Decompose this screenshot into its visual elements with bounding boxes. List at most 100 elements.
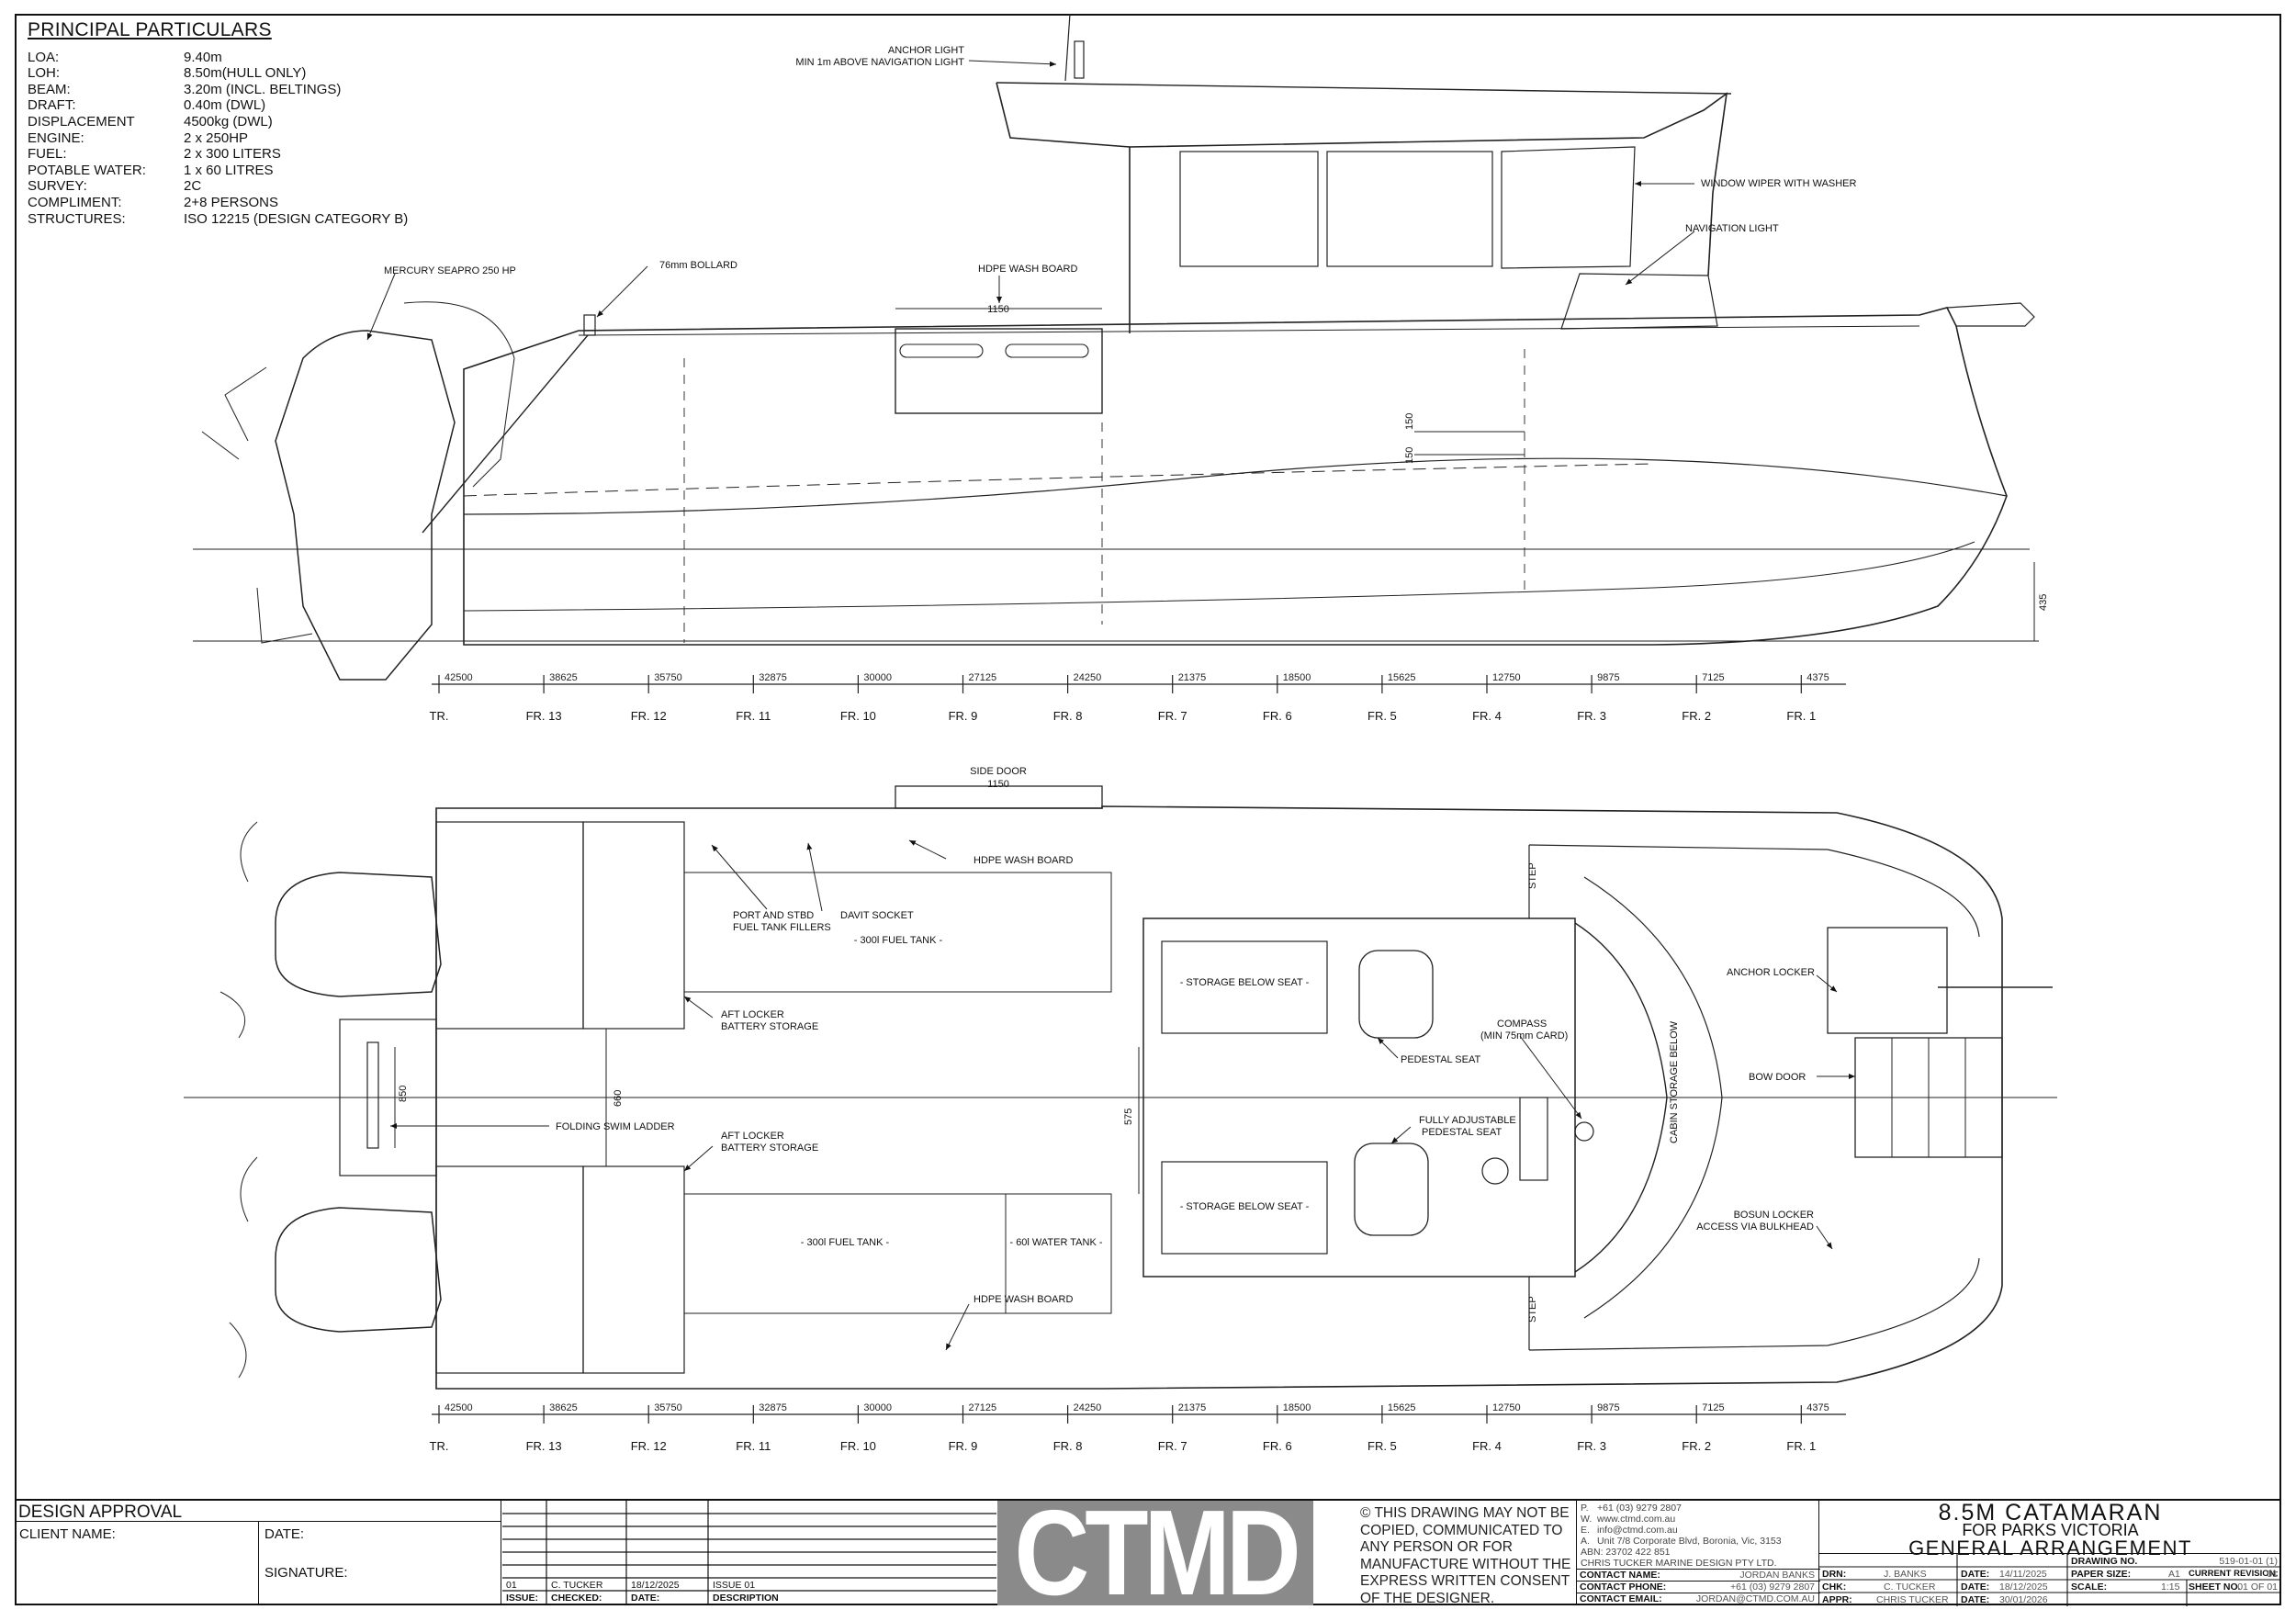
chk-label: CHK: xyxy=(1822,1582,1847,1593)
paper-size-value: A1 xyxy=(2168,1569,2180,1580)
station-offset: 35750 xyxy=(654,1402,682,1413)
particulars-row: STRUCTURES:ISO 12215 (DESIGN CATEGORY B) xyxy=(28,211,408,228)
note-fillers-2: FUEL TANK FILLERS xyxy=(733,922,831,933)
note-davit-socket: DAVIT SOCKET xyxy=(840,910,914,921)
copyright-notice: © THIS DRAWING MAY NOT BE COPIED, COMMUN… xyxy=(1360,1505,1571,1606)
divider xyxy=(1577,1581,1820,1582)
design-approval-panel: DESIGN APPROVAL CLIENT NAME: DATE: SIGNA… xyxy=(15,1501,501,1605)
dim-150b: 150 xyxy=(1404,447,1415,464)
drawing-no-value: 519-01-01 (1) xyxy=(2219,1556,2278,1567)
station-frame-label: TR. xyxy=(430,1439,449,1453)
revision-table: 01 C. TUCKER 18/12/2025 ISSUE 01 ISSUE: … xyxy=(502,1501,996,1605)
note-aft-locker-top: AFT LOCKER xyxy=(721,1009,784,1020)
station-offset: 18500 xyxy=(1283,1402,1311,1413)
window-3 xyxy=(1501,146,1636,269)
contact-name-value: JORDAN BANKS xyxy=(1739,1570,1815,1581)
prop-ghost xyxy=(201,366,313,644)
note-wash-board: HDPE WASH BOARD xyxy=(978,264,1077,275)
particulars-label: LOH: xyxy=(28,65,61,82)
side-profile-view xyxy=(193,13,2039,681)
station-offset: 42500 xyxy=(445,672,473,683)
particulars-row: ENGINE:2 x 250HP xyxy=(28,130,408,147)
leader xyxy=(1625,231,1695,286)
station-offset: 32875 xyxy=(759,672,787,683)
particulars-value: 1 x 60 LITRES xyxy=(184,162,274,178)
signature-label: SIGNATURE: xyxy=(264,1565,348,1581)
station-frame-label: FR. 1 xyxy=(1786,709,1816,723)
station-offset: 9875 xyxy=(1597,672,1619,683)
dim-wash-board: 1150 xyxy=(987,304,1009,315)
note-bollard: 76mm BOLLARD xyxy=(659,260,737,271)
station-frame-label: FR. 6 xyxy=(1263,709,1292,723)
title-line-2: FOR PARKS VICTORIA xyxy=(1962,1521,2139,1539)
anchor-light-mast xyxy=(1074,40,1085,79)
station-frame-label: FR. 1 xyxy=(1786,1439,1816,1453)
station-frame-label: FR. 3 xyxy=(1577,1439,1606,1453)
station-offset: 32875 xyxy=(759,1402,787,1413)
station-frame-label: FR. 7 xyxy=(1158,709,1187,723)
bollard xyxy=(583,314,596,336)
compass xyxy=(1574,1121,1594,1142)
particulars-title: PRINCIPAL PARTICULARS xyxy=(28,19,272,40)
particulars-value: 2 x 300 LITERS xyxy=(184,146,281,163)
aft-locker-port xyxy=(582,821,685,1030)
anchor-locker xyxy=(1827,927,1948,1034)
company-email: info@ctmd.com.au xyxy=(1597,1525,1678,1536)
drn-label: DRN: xyxy=(1822,1569,1847,1580)
contact-phone-value: +61 (03) 9279 2807 xyxy=(1730,1582,1815,1593)
hull-outline xyxy=(463,307,2008,646)
particulars-label: BEAM: xyxy=(28,81,71,97)
plan-deck-edge xyxy=(1528,1257,1980,1351)
station-frame-label: FR. 12 xyxy=(631,1439,667,1453)
sheer-inner xyxy=(578,325,1920,336)
contact-address-prefix: A. xyxy=(1581,1536,1590,1547)
ctmd-logo: CTMD xyxy=(997,1492,1313,1614)
fuel-tank-stbd xyxy=(683,1193,1112,1314)
appr-name: CHRIS TUCKER xyxy=(1876,1594,1949,1605)
drawing-no-label: DRAWING NO. xyxy=(2071,1556,2138,1567)
note-pedestal-seat: PEDESTAL SEAT xyxy=(1401,1054,1480,1065)
particulars-label: FUEL: xyxy=(28,146,67,163)
leader xyxy=(1390,1126,1412,1144)
leader xyxy=(806,842,823,912)
station-offset: 42500 xyxy=(445,1402,473,1413)
client-name-label: CLIENT NAME: xyxy=(19,1526,116,1542)
adjustable-pedestal-seat xyxy=(1354,1143,1429,1236)
outboard-engine-port xyxy=(275,872,442,997)
chk-date-label: DATE: xyxy=(1961,1582,1990,1593)
station-offset: 24250 xyxy=(1074,672,1102,683)
chk-date: 18/12/2025 xyxy=(1999,1582,2048,1593)
particulars-value: 2C xyxy=(184,178,202,195)
particulars-row: DRAFT:0.40m (DWL) xyxy=(28,97,408,114)
note-navigation-light: NAVIGATION LIGHT xyxy=(1685,223,1779,234)
station-frame-label: FR. 2 xyxy=(1682,1439,1711,1453)
contact-phone-prefix: P. xyxy=(1581,1503,1589,1514)
station-offset: 21375 xyxy=(1178,672,1207,683)
station-frame-label: FR. 5 xyxy=(1367,709,1397,723)
station-frame-label: TR. xyxy=(430,709,449,723)
station-offset: 9875 xyxy=(1597,1402,1619,1413)
outboard-engine xyxy=(275,330,456,681)
particulars-value: 2 x 250HP xyxy=(184,129,249,146)
note-anchor-locker: ANCHOR LOCKER xyxy=(1727,967,1815,978)
particulars-label: STRUCTURES: xyxy=(28,210,126,227)
signoff-lines xyxy=(1819,1554,2281,1606)
note-window-wiper: WINDOW WIPER WITH WASHER xyxy=(1701,178,1857,189)
particulars-value: 0.40m (DWL) xyxy=(184,97,266,114)
window-1 xyxy=(1179,151,1319,267)
station-frame-label: FR. 10 xyxy=(840,1439,876,1453)
title-block: DESIGN APPROVAL CLIENT NAME: DATE: SIGNA… xyxy=(15,1492,2281,1614)
note-engine: MERCURY SEAPRO 250 HP xyxy=(384,265,516,276)
wash-board-slot xyxy=(899,343,984,358)
rev-description: ISSUE 01 xyxy=(713,1580,756,1591)
note-side-door: SIDE DOOR xyxy=(970,766,1027,777)
cabin-outline xyxy=(1142,917,1576,1278)
station-offset: 12750 xyxy=(1492,672,1521,683)
current-revision-value: 01 xyxy=(2267,1569,2278,1580)
label-fuel-tank-top: - 300l FUEL TANK - xyxy=(854,935,943,946)
station-offset: 18500 xyxy=(1283,672,1311,683)
station-frame-label: FR. 7 xyxy=(1158,1439,1187,1453)
appr-date-label: DATE: xyxy=(1961,1594,1990,1605)
